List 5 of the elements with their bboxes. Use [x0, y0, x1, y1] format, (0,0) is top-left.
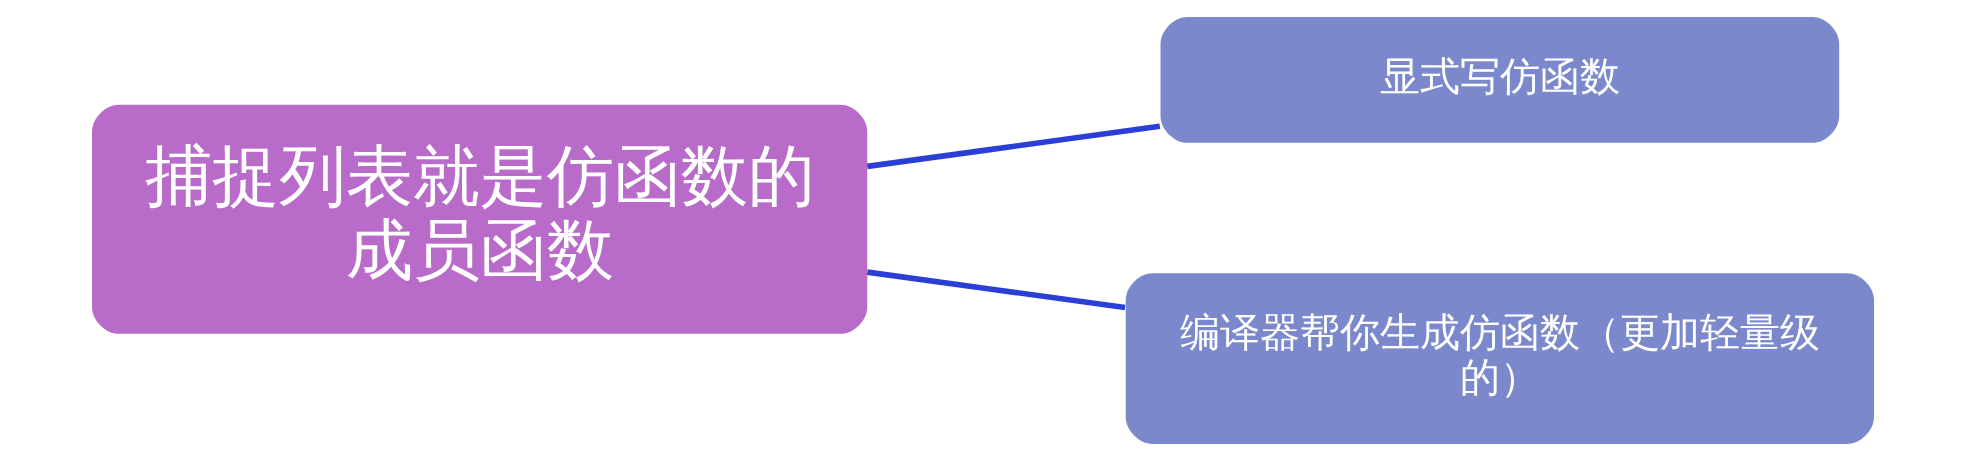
- node-box: 显式写仿函数: [1160, 17, 1840, 143]
- connector: [866, 269, 1126, 311]
- node-box: 编译器帮你生成仿函数（更加轻量级的）: [1125, 273, 1874, 444]
- connector: [866, 123, 1161, 170]
- node-box: 捕捉列表就是仿函数的成员函数: [92, 104, 868, 334]
